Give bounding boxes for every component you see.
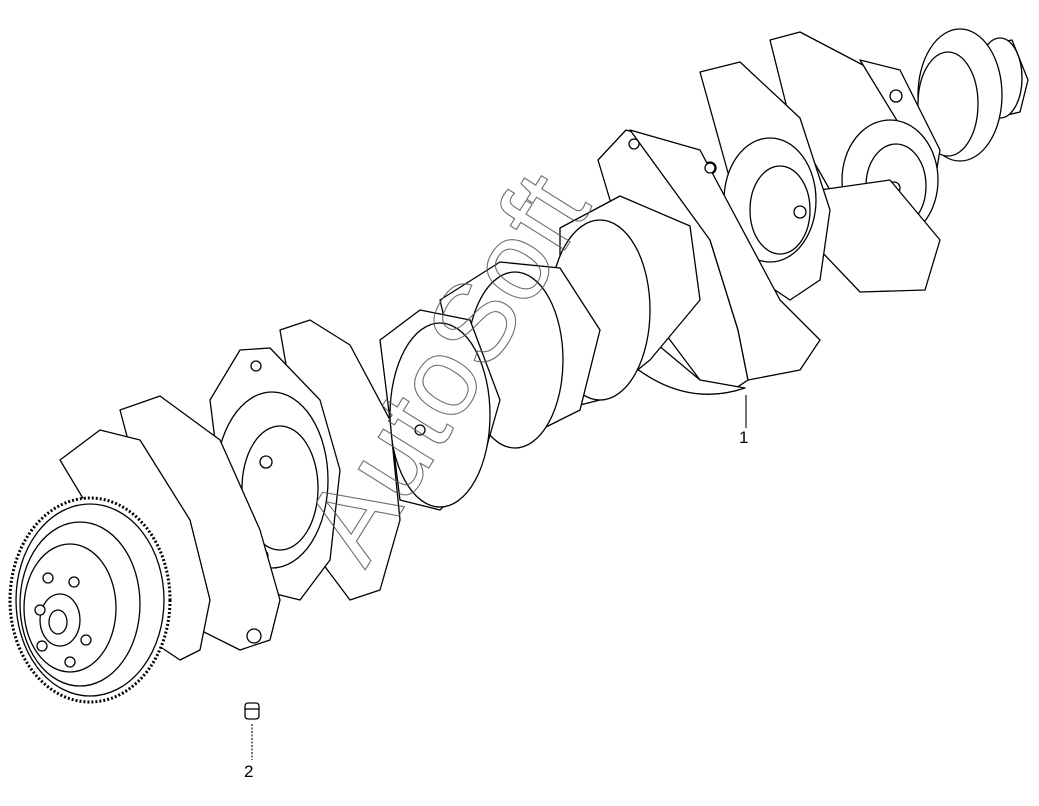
timing-gear (8, 496, 172, 704)
callout-1: 1 (739, 428, 749, 447)
center-journals (320, 195, 701, 511)
counterweight-2 (209, 319, 401, 601)
rear-shaft-end (917, 28, 1029, 162)
plug-part (244, 702, 260, 720)
callout-2: 2 (244, 762, 254, 781)
counterweight-4 (699, 61, 831, 301)
